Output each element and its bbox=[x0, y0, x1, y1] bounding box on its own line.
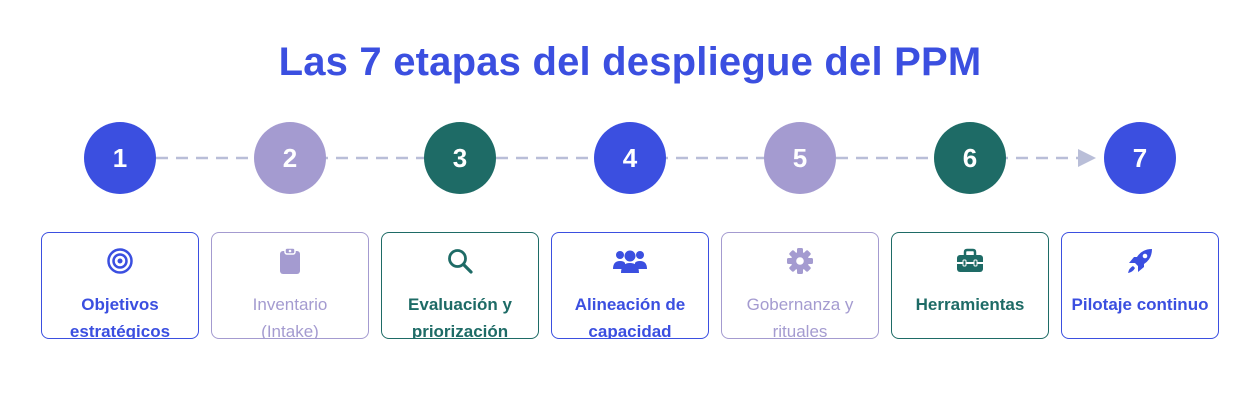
stage-label-4: Alineación de capacidad bbox=[574, 295, 686, 339]
gear-icon bbox=[722, 245, 878, 277]
stage-card-6: Herramientas bbox=[891, 232, 1049, 339]
step-circle-4: 4 bbox=[594, 122, 666, 194]
toolbox-icon bbox=[892, 245, 1048, 277]
target-icon bbox=[42, 245, 198, 277]
stage-label-7: Pilotaje continuo bbox=[1071, 295, 1209, 314]
page-title: Las 7 etapas del despliegue del PPM bbox=[278, 40, 982, 84]
step-circle-5: 5 bbox=[764, 122, 836, 194]
stage-label-2: Inventario (Intake) bbox=[252, 295, 328, 339]
stage-label-3: Evaluación y priorización bbox=[408, 295, 512, 339]
search-icon bbox=[382, 245, 538, 277]
stage-card-3: Evaluación y priorización bbox=[381, 232, 539, 339]
step-circle-1: 1 bbox=[84, 122, 156, 194]
stage-card-7: Pilotaje continuo bbox=[1061, 232, 1219, 339]
clipboard-icon bbox=[212, 245, 368, 277]
step-circle-3: 3 bbox=[424, 122, 496, 194]
step-circle-7: 7 bbox=[1104, 122, 1176, 194]
stage-label-1: Objetivos estratégicos bbox=[69, 295, 171, 339]
users-icon bbox=[552, 245, 708, 277]
stage-card-1: Objetivos estratégicos bbox=[41, 232, 199, 339]
stage-card-4: Alineación de capacidad bbox=[551, 232, 709, 339]
step-circle-2: 2 bbox=[254, 122, 326, 194]
step-circle-6: 6 bbox=[934, 122, 1006, 194]
stage-label-5: Gobernanza y rituales bbox=[746, 295, 854, 339]
stage-card-2: Inventario (Intake) bbox=[211, 232, 369, 339]
rocket-icon bbox=[1062, 245, 1218, 277]
arrow-head bbox=[1078, 149, 1096, 167]
stage-label-6: Herramientas bbox=[915, 295, 1025, 314]
stage-card-5: Gobernanza y rituales bbox=[721, 232, 879, 339]
